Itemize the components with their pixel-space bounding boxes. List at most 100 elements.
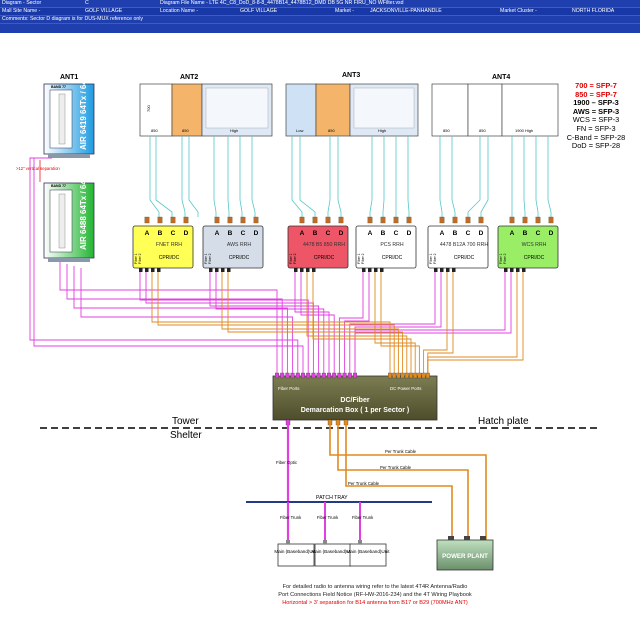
ant2-port-3: 850: [182, 128, 189, 133]
ant3-port-2: 850: [328, 128, 335, 133]
bbu-1-label: Main (Baseband)Unit: [274, 549, 318, 554]
sfp-legend: 700 = SFP-7 850 = SFP-7 1900 – SFP-3 AWS…: [556, 81, 636, 151]
ant4-panel: 850 850 1900 High: [431, 83, 559, 137]
rf-jumpers: [149, 136, 552, 217]
trunk-cable-label-2: Per Trunk Cable: [380, 465, 412, 470]
patch-tray-label: PATCH TRAY: [316, 495, 348, 501]
rrh-4-fiber-label-2: Fiber 2: [361, 253, 365, 264]
note-line-3: Horizontal > 3' separation for B14 anten…: [282, 599, 468, 606]
rrh-3-fiber-label-2: Fiber 2: [293, 253, 297, 264]
rrh-6-cpri: CPRI/DC: [524, 255, 545, 261]
fiber-optic-label: Fiber Optic: [276, 460, 298, 465]
rrh-5-name: 4478 B12A 700 RRH: [440, 242, 488, 248]
ant1-title: ANT1: [60, 74, 78, 81]
market-label: Market -: [335, 8, 355, 14]
bbu-3-label: Main (Baseband)Unit: [346, 549, 390, 554]
fiber-runs: [29, 157, 512, 376]
rrh-1-port-d: D: [184, 230, 189, 237]
fiber-trunk-label-1: Fiber Trunk: [280, 515, 302, 520]
ant1-bottom-name: AIR 6488 64Tx / 64Rx: [79, 169, 88, 250]
file-name-label: Diagram File Name - LTE 4C_C8_DoD_8-8-8_…: [160, 0, 404, 6]
header-row-2: Mall Site Name - GOLF VILLAGE Location N…: [0, 8, 640, 16]
ant3-title: ANT3: [342, 72, 360, 79]
demarc-dc-ports-label: DC Power Ports: [390, 386, 422, 391]
rrh-4-name: PCS RRH: [380, 242, 404, 248]
sfp-wcs: WCS = SFP-3: [572, 115, 620, 125]
rrh-2-port-d: D: [254, 230, 259, 237]
ant4-port-3: 1900 High: [515, 128, 533, 133]
comments: Comments: Sector D diagram is for DUS-MU…: [2, 16, 143, 22]
sfp-cband: C-Band = SFP-28: [566, 132, 626, 142]
rrh-4-cpri: CPRI/DC: [382, 255, 403, 261]
rrh-6-fiber-label-2: Fiber 2: [503, 253, 507, 264]
rrh-5-cpri: CPRI/DC: [454, 255, 475, 261]
sfp-850: 850 = SFP-7: [575, 89, 617, 99]
ant2-port-4: High: [230, 128, 238, 133]
rrh-4-port-a: A: [368, 230, 373, 237]
rrh-6-port-a: A: [510, 230, 515, 237]
rrh-6-port-b: B: [523, 230, 528, 237]
rrh-2-name: AWS RRH: [227, 242, 252, 248]
ant3-port-3: High: [378, 128, 386, 133]
ant4-port-1: 850: [443, 128, 450, 133]
sfp-700: 700 = SFP-7: [575, 81, 617, 90]
header-row-1: Diagram - Sector C Diagram File Name - L…: [0, 0, 640, 8]
rrh-6-name: WCS RRH: [522, 242, 547, 248]
ant2-port-2: 850: [151, 128, 158, 133]
ant4-port-2: 850: [479, 128, 486, 133]
market-value: JACKSONVILLE-PANHANDLE: [370, 8, 442, 14]
trunk-cable-label-3: Per Trunk Cable: [348, 481, 380, 486]
ant3-panel: Low 850 High: [285, 83, 419, 137]
sfp-aws: AWS = SFP-3: [572, 106, 620, 116]
trunk-cable-label-1: Per Trunk Cable: [385, 449, 417, 454]
rrh-2-fiber-label-1: Fiber 1: [204, 253, 208, 264]
location-value: GOLF VILLAGE: [240, 8, 278, 14]
rrh-1-port-c: C: [171, 230, 176, 237]
note-line-1: For detailed radio to antenna wiring ref…: [282, 584, 468, 590]
rrh-1-port-b: B: [158, 230, 163, 237]
sfp-1900: 1900 – SFP-3: [573, 98, 619, 108]
demarc-box: Fiber Ports DC Power Ports DC/Fiber Dema…: [272, 372, 438, 426]
rrh-4-port-b: B: [381, 230, 386, 237]
ant1-top-name: AIR 6419 64Tx / 64Rx: [79, 69, 88, 150]
footer-notes: For detailed radio to antenna wiring ref…: [250, 584, 500, 607]
ant3-port-1: Low: [296, 128, 303, 133]
rrh-6-port-d: D: [549, 230, 554, 237]
ant1-bottom-panel: BAND 77 AIR 6488 64Tx / 64Rx: [43, 169, 95, 262]
fiber-trunk-label-2: Fiber Trunk: [317, 515, 339, 520]
rrh-5-port-c: C: [466, 230, 471, 237]
rrh-4-port-c: C: [394, 230, 399, 237]
sfp-fn: FN = SFP-3: [576, 123, 616, 133]
rrh-2-port-b: B: [228, 230, 233, 237]
shelter-label: Shelter: [170, 430, 202, 441]
rrh-1-name: FNET RRH: [156, 242, 182, 248]
rrh-2-port-c: C: [241, 230, 246, 237]
note-line-2: Port Connections Field Notice (RF-HW-201…: [278, 591, 472, 598]
rrh-3-fiber-label-1: Fiber 1: [289, 253, 293, 264]
site-name-label: Mall Site Name -: [2, 8, 41, 14]
rrh-4-fiber-label-1: Fiber 1: [357, 253, 361, 264]
location-label: Location Name -: [160, 8, 199, 14]
power-plant-label: POWER PLANT: [442, 553, 488, 560]
rrh-3-cpri: CPRI/DC: [314, 255, 335, 261]
rrh-5-fiber-label-2: Fiber 2: [433, 253, 437, 264]
rrh-5-port-b: B: [453, 230, 458, 237]
rrh-1-fiber-label-2: Fiber 2: [138, 253, 142, 264]
ant2-title: ANT2: [180, 74, 198, 81]
cluster-value: NORTH FLORIDA: [572, 8, 615, 14]
ant2-port-1: 700: [146, 105, 151, 112]
rrh-4-port-d: D: [407, 230, 412, 237]
rrh-3-port-c: C: [326, 230, 331, 237]
rrh-6-port-c: C: [536, 230, 541, 237]
ant1-bottom-band: BAND 77: [51, 184, 66, 188]
site-name-value: GOLF VILLAGE: [85, 8, 123, 14]
